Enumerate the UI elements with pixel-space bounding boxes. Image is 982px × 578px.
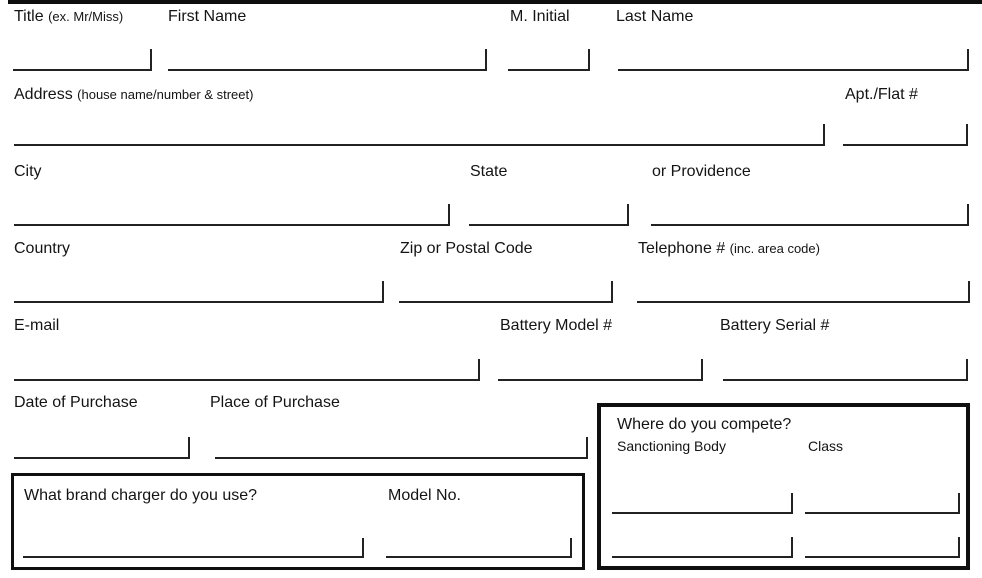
m-initial-label: M. Initial: [510, 8, 570, 25]
m-initial-input-line[interactable]: [508, 49, 590, 71]
title-label-text: Title: [14, 8, 44, 25]
city-input-line[interactable]: [14, 204, 450, 226]
address-label: Address (house name/number & street): [14, 85, 253, 104]
address-input-line[interactable]: [14, 124, 825, 146]
telephone-label: Telephone # (inc. area code): [638, 239, 820, 258]
place-of-purchase-label: Place of Purchase: [210, 394, 340, 411]
sanctioning-body-label: Sanctioning Body: [617, 438, 726, 454]
date-of-purchase-label: Date of Purchase: [14, 394, 138, 411]
class-input-line-2[interactable]: [805, 537, 960, 558]
telephone-input-line[interactable]: [637, 281, 970, 303]
telephone-label-text: Telephone #: [638, 240, 726, 257]
first-name-input-line[interactable]: [168, 49, 487, 71]
sanctioning-body-input-line-2[interactable]: [612, 537, 793, 558]
zip-postal-input-line[interactable]: [399, 281, 613, 303]
address-hint: (house name/number & street): [77, 87, 254, 102]
title-hint: (ex. Mr/Miss): [48, 9, 124, 24]
email-label: E-mail: [14, 317, 60, 334]
charger-box: What brand charger do you use? Model No.: [11, 473, 585, 570]
state-label: State: [470, 163, 508, 180]
or-providence-label: or Providence: [652, 163, 751, 180]
compete-box: Where do you compete? Sanctioning Body C…: [597, 403, 970, 570]
country-input-line[interactable]: [14, 281, 384, 303]
charger-brand-input-line[interactable]: [23, 538, 364, 558]
charger-model-no-label: Model No.: [388, 487, 461, 504]
sanctioning-body-input-line-1[interactable]: [612, 493, 793, 514]
last-name-label: Last Name: [616, 8, 694, 25]
charger-model-input-line[interactable]: [386, 538, 572, 558]
zip-postal-label: Zip or Postal Code: [400, 240, 533, 257]
city-label: City: [14, 163, 42, 180]
email-input-line[interactable]: [14, 359, 480, 381]
last-name-input-line[interactable]: [618, 49, 969, 71]
date-of-purchase-input-line[interactable]: [14, 437, 190, 459]
charger-question-label: What brand charger do you use?: [24, 487, 258, 504]
title-label: Title (ex. Mr/Miss): [14, 7, 123, 26]
address-label-text: Address: [14, 86, 73, 103]
battery-model-label: Battery Model #: [500, 317, 613, 334]
apt-flat-label: Apt./Flat #: [845, 86, 918, 103]
scan-top-edge: [8, 0, 982, 4]
class-label: Class: [808, 438, 844, 454]
place-of-purchase-input-line[interactable]: [215, 437, 588, 459]
telephone-hint: (inc. area code): [729, 241, 820, 256]
class-input-line-1[interactable]: [805, 493, 960, 514]
battery-serial-input-line[interactable]: [723, 359, 968, 381]
first-name-label: First Name: [168, 8, 247, 25]
compete-title: Where do you compete?: [617, 416, 792, 433]
or-providence-input-line[interactable]: [651, 204, 969, 226]
state-input-line[interactable]: [469, 204, 629, 226]
battery-model-input-line[interactable]: [498, 359, 703, 381]
country-label: Country: [14, 240, 71, 257]
title-input-line[interactable]: [13, 49, 152, 71]
battery-serial-label: Battery Serial #: [720, 317, 830, 334]
apt-flat-input-line[interactable]: [843, 124, 968, 146]
